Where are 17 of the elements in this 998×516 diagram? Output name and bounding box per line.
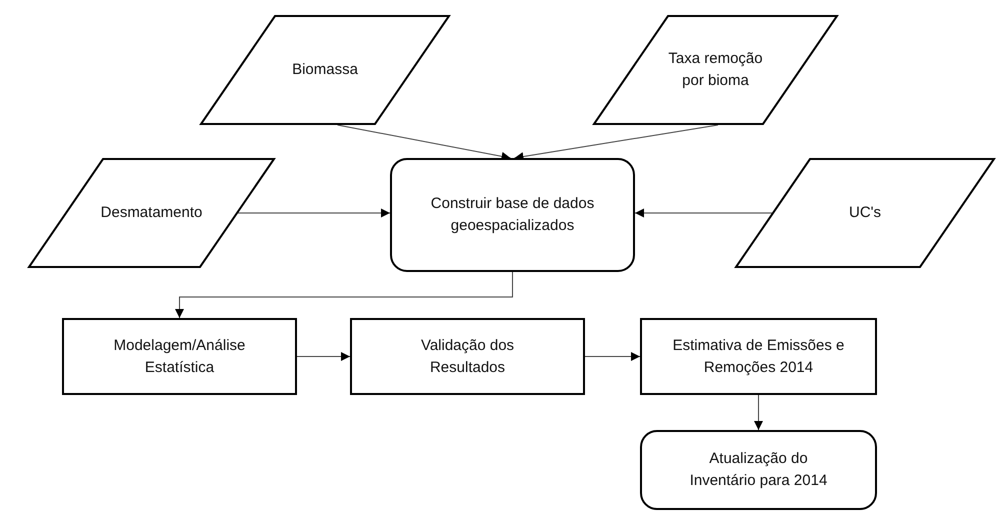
node-label: Atualização do Inventário para 2014: [688, 449, 828, 491]
node-label: Estimativa de Emissões e Remoções 2014: [672, 336, 846, 378]
node-label: Biomassa: [292, 60, 358, 80]
node-label: UC's: [848, 203, 882, 224]
arrow: [337, 124, 511, 161]
node-label: Modelagem/Análise Estatística: [112, 336, 246, 378]
arrow: [584, 352, 640, 361]
arrow: [237, 208, 390, 218]
arrow: [754, 394, 763, 430]
arrow: [175, 272, 513, 318]
node-label: Desmatamento: [100, 203, 202, 224]
arrow: [514, 124, 718, 161]
arrow: [296, 352, 350, 361]
node-label: Construir base de dados geoespacializados: [430, 194, 596, 236]
node-label: Validação dos Resultados: [420, 336, 516, 378]
arrow: [634, 208, 773, 218]
node-label: Taxa remoção por bioma: [667, 49, 764, 91]
